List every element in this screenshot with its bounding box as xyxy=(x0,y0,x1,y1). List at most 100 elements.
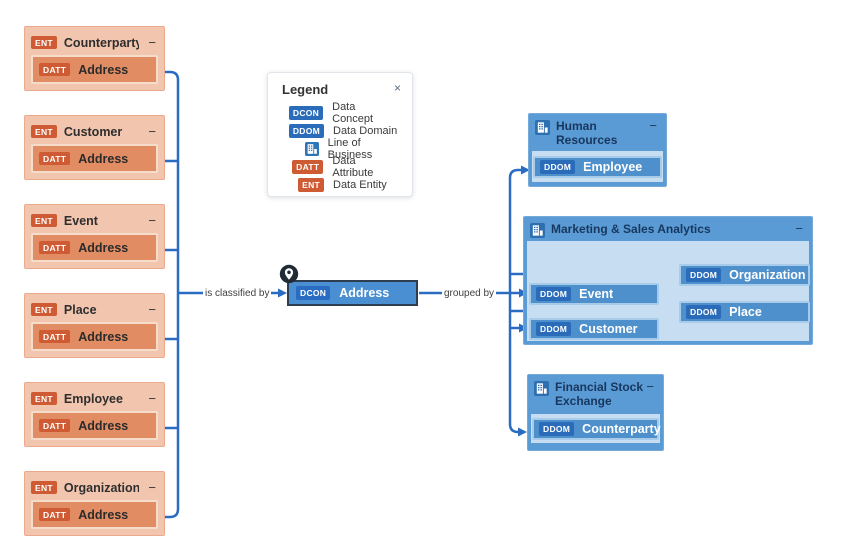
concept-label: Address xyxy=(339,286,390,300)
legend-label: Line of Business xyxy=(327,137,373,161)
ent-badge: ENT xyxy=(31,124,57,139)
entity-place[interactable]: ENT Place − DATT Address xyxy=(24,293,165,358)
lob-marketing-sales-analytics[interactable]: Marketing & Sales Analytics − DDOM Event… xyxy=(523,216,813,345)
edge-label-is-classified-by: is classified by xyxy=(203,287,272,300)
domain-label: Counterparty xyxy=(582,422,661,436)
legend-label: Data Attribute xyxy=(332,155,374,179)
legend-item-data-concept: DCON Data Concept xyxy=(268,101,412,125)
collapse-button[interactable]: − xyxy=(646,379,654,394)
entity-title: Place xyxy=(63,302,97,317)
entity-title: Counterparty xyxy=(63,35,140,50)
datt-badge: DATT xyxy=(39,151,71,166)
lob-human-resources[interactable]: Human Resources − DDOM Employee xyxy=(528,113,667,187)
datt-badge: DATT xyxy=(39,240,71,255)
entity-event[interactable]: ENT Event − DATT Address xyxy=(24,204,165,269)
attribute-label: Address xyxy=(78,418,129,433)
collapse-button[interactable]: − xyxy=(148,35,156,50)
attribute-address[interactable]: DATT Address xyxy=(31,411,158,440)
line-of-business-icon xyxy=(304,142,319,156)
legend-title: Legend xyxy=(282,82,329,97)
ent-badge: ENT xyxy=(31,35,57,50)
line-of-business-icon xyxy=(534,381,549,396)
domain-label: Employee xyxy=(583,160,643,174)
domain-organization[interactable]: DDOM Organization xyxy=(679,264,810,286)
ddom-badge: DDOM xyxy=(686,268,722,282)
collapse-button[interactable]: − xyxy=(795,221,803,236)
ent-badge: ENT xyxy=(31,213,57,228)
ddom-badge: DDOM xyxy=(686,305,722,319)
legend-close-icon[interactable]: × xyxy=(393,81,401,95)
datt-badge: DATT xyxy=(292,160,324,174)
attribute-address[interactable]: DATT Address xyxy=(31,144,158,173)
entity-customer[interactable]: ENT Customer − DATT Address xyxy=(24,115,165,180)
collapse-button[interactable]: − xyxy=(148,302,156,317)
concept-node-address[interactable]: DCON Address xyxy=(287,280,418,306)
legend-item-data-entity: ENT Data Entity xyxy=(268,176,412,194)
attribute-label: Address xyxy=(78,62,129,77)
legend-item-data-domain: DDOM Data Domain xyxy=(268,122,412,140)
attribute-label: Address xyxy=(78,507,129,522)
attribute-address[interactable]: DATT Address xyxy=(31,55,158,84)
collapse-button[interactable]: − xyxy=(148,391,156,406)
entity-organization[interactable]: ENT Organization − DATT Address xyxy=(24,471,165,536)
legend-label: Data Entity xyxy=(333,179,387,191)
datt-badge: DATT xyxy=(39,418,71,433)
lob-title: Marketing & Sales Analytics xyxy=(551,222,711,236)
entity-title: Customer xyxy=(63,124,123,139)
ddom-badge: DDOM xyxy=(536,287,572,301)
attribute-label: Address xyxy=(78,240,129,255)
domain-customer[interactable]: DDOM Customer xyxy=(529,318,659,340)
domain-label: Organization xyxy=(729,268,806,282)
location-pin-icon xyxy=(279,264,299,284)
connector-right-trunk-down xyxy=(508,293,519,434)
domain-label: Event xyxy=(579,287,614,301)
attribute-address[interactable]: DATT Address xyxy=(31,322,158,351)
arrow-into-employee xyxy=(521,165,530,175)
collapse-button[interactable]: − xyxy=(148,124,156,139)
datt-badge: DATT xyxy=(39,329,71,344)
entity-counterparty[interactable]: ENT Counterparty − DATT Address xyxy=(24,26,165,91)
datt-badge: DATT xyxy=(39,507,71,522)
legend-item-data-attribute: DATT Data Attribute xyxy=(268,155,412,179)
collapse-button[interactable]: − xyxy=(649,118,657,133)
domain-label: Customer xyxy=(579,322,638,336)
ent-badge: ENT xyxy=(31,302,57,317)
ent-badge: ENT xyxy=(298,178,324,192)
connector-right-trunk-up xyxy=(508,168,521,293)
attribute-address[interactable]: DATT Address xyxy=(31,233,158,262)
legend-item-line-of-business: Line of Business xyxy=(268,137,412,161)
domain-counterparty[interactable]: DDOM Counterparty xyxy=(532,418,661,440)
ent-badge: ENT xyxy=(31,480,57,495)
attribute-label: Address xyxy=(78,151,129,166)
collapse-button[interactable]: − xyxy=(148,480,156,495)
dcon-badge: DCON xyxy=(296,286,331,300)
ent-badge: ENT xyxy=(31,391,57,406)
arrow-into-counterparty xyxy=(518,427,527,437)
entity-title: Employee xyxy=(63,391,123,406)
ddom-badge: DDOM xyxy=(536,322,572,336)
lob-financial-stock-exchange[interactable]: Financial Stock Exchange − DDOM Counterp… xyxy=(527,374,664,451)
line-of-business-icon xyxy=(530,223,545,238)
entity-employee[interactable]: ENT Employee − DATT Address xyxy=(24,382,165,447)
arrow-into-concept xyxy=(278,288,287,298)
ddom-badge: DDOM xyxy=(539,422,575,436)
domain-event[interactable]: DDOM Event xyxy=(529,283,659,305)
dcon-badge: DCON xyxy=(288,106,324,120)
edge-label-grouped-by: grouped by xyxy=(442,287,497,300)
domain-label: Place xyxy=(729,305,762,319)
connector-left-trunk xyxy=(159,70,180,519)
line-of-business-icon xyxy=(535,120,550,135)
lob-title: Human Resources xyxy=(556,119,618,147)
attribute-label: Address xyxy=(78,329,129,344)
entity-title: Event xyxy=(63,213,98,228)
domain-place[interactable]: DDOM Place xyxy=(679,301,810,323)
ddom-badge: DDOM xyxy=(540,160,576,174)
attribute-address[interactable]: DATT Address xyxy=(31,500,158,529)
domain-employee[interactable]: DDOM Employee xyxy=(533,156,662,178)
collapse-button[interactable]: − xyxy=(148,213,156,228)
legend-label: Data Domain xyxy=(333,125,398,137)
lob-title: Financial Stock Exchange xyxy=(555,380,644,408)
datt-badge: DATT xyxy=(39,62,71,77)
ddom-badge: DDOM xyxy=(288,124,324,138)
